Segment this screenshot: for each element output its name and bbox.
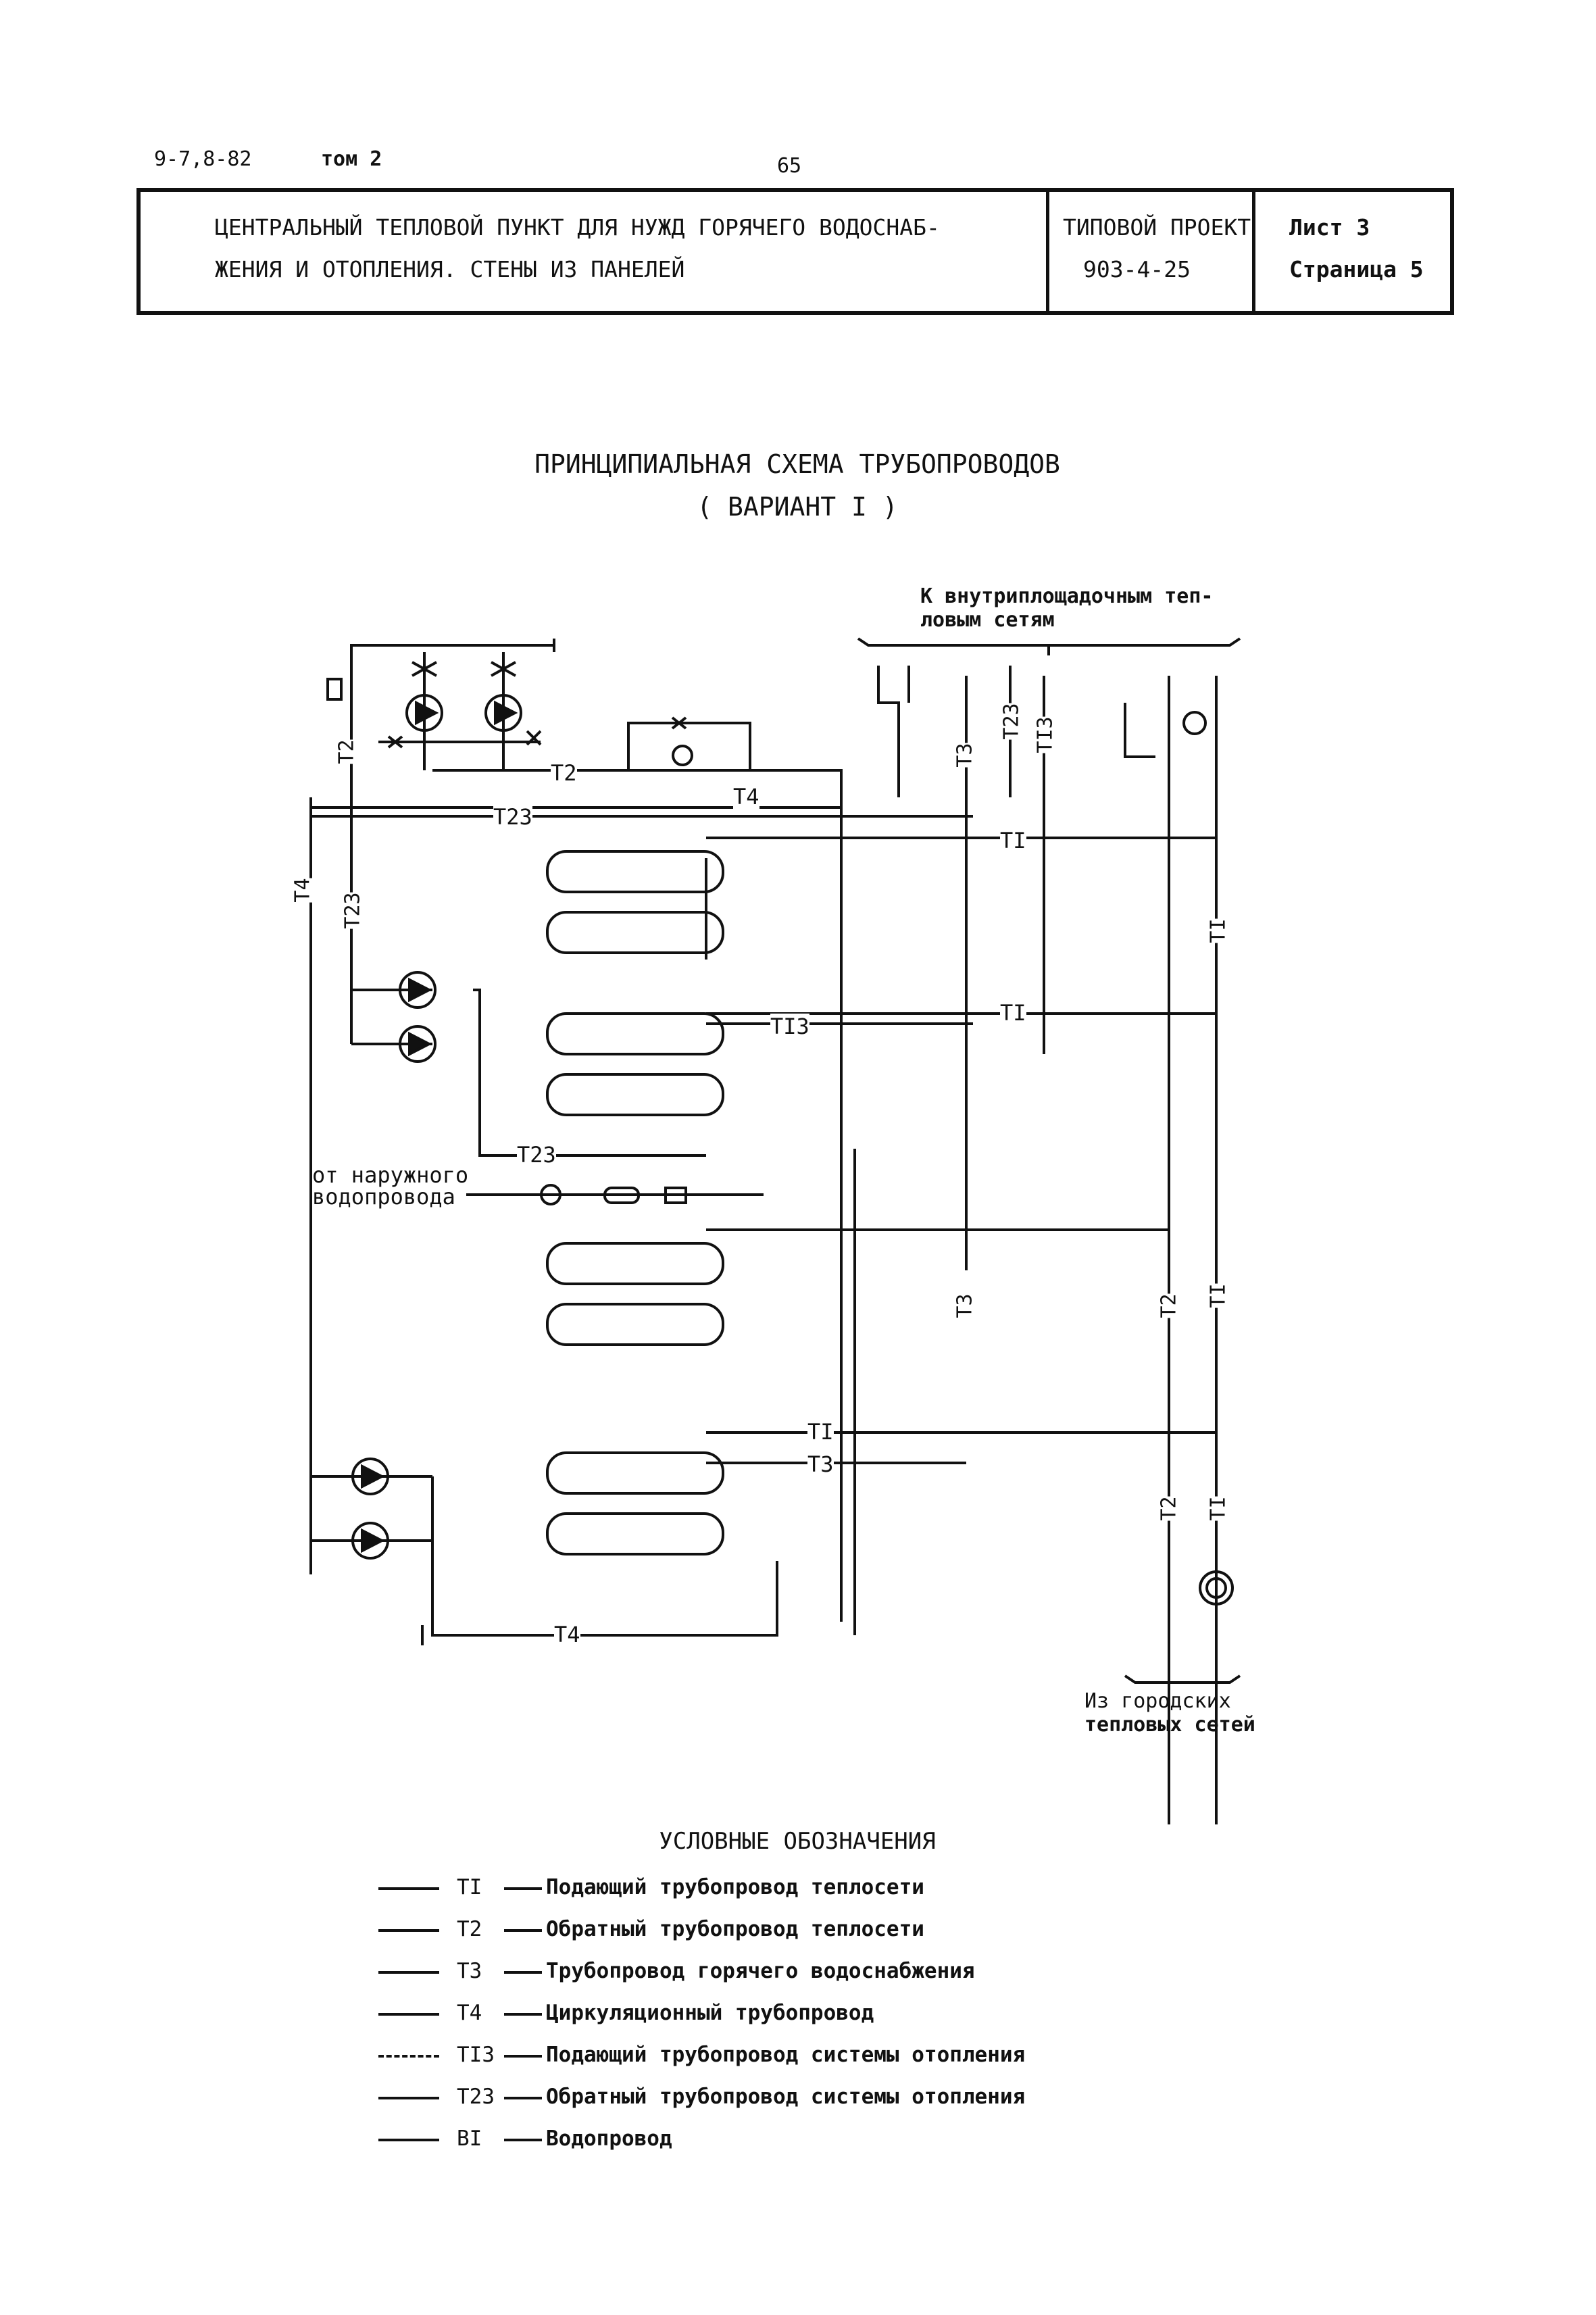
legend-code: T2 xyxy=(457,1917,482,1941)
valve-collector xyxy=(526,730,542,746)
flow-meter-top-right xyxy=(1182,711,1207,735)
note-water-line1: от наружного xyxy=(312,1162,469,1188)
volume-label: том 2 xyxy=(321,147,382,171)
label-t2-top: T2 xyxy=(551,760,577,786)
legend-text: Обратный трубопровод системы отопления xyxy=(546,2085,1026,2109)
label-t4-vertical: T4 xyxy=(291,878,315,903)
legend-text: Циркуляционный трубопровод xyxy=(546,2001,874,2025)
filter xyxy=(603,1187,640,1204)
note-inlet-line2: тепловых сетей xyxy=(1084,1713,1255,1737)
pipe-bypass-top xyxy=(627,722,751,770)
sheet-number: Лист 3 xyxy=(1289,214,1370,241)
label-t1-right-lower: TI xyxy=(1206,1496,1230,1521)
outlet-bracket xyxy=(857,637,1241,647)
legend-code: T3 xyxy=(457,1959,482,1983)
flow-meter-inlet xyxy=(1199,1570,1234,1605)
label-t2-right-lower: T2 xyxy=(1157,1496,1181,1521)
label-t4-top: T4 xyxy=(733,784,759,810)
document-code: 9-7,8-82 xyxy=(154,147,252,171)
sheet-cell: Лист 3 Страница 5 xyxy=(1255,192,1451,311)
pipe-t2-top-loop xyxy=(350,644,554,784)
label-t13-vertical: TI3 xyxy=(1033,716,1057,753)
label-t3-lower-vertical: T3 xyxy=(953,1293,977,1318)
circulation-pump-top-1 xyxy=(405,694,443,732)
legend-code: TI xyxy=(457,1875,482,1899)
label-t3-vertical: T3 xyxy=(953,743,977,768)
legend-text: Подающий трубопровод теплосети xyxy=(546,1875,924,1899)
note-outlet-line1: К внутриплощадочным теп- xyxy=(920,584,1214,608)
circulation-pump-low-1 xyxy=(351,1458,389,1495)
label-t4-bottom: T4 xyxy=(554,1622,580,1647)
legend-text: Обратный трубопровод теплосети xyxy=(546,1917,924,1941)
control-valve-top xyxy=(672,745,693,766)
legend-code: T23 xyxy=(457,2085,495,2109)
legend-text: Водопровод xyxy=(546,2126,672,2151)
pump-arrow-1 xyxy=(415,700,439,726)
title-line-1: ЦЕНТРАЛЬНЫЙ ТЕПЛОВОЙ ПУНКТ ДЛЯ НУЖД ГОРЯ… xyxy=(215,214,940,241)
label-t2-right: T2 xyxy=(1157,1293,1181,1318)
valve-top-2 xyxy=(491,661,516,677)
heating-pump-1 xyxy=(399,971,437,1009)
title-cell: ЦЕНТРАЛЬНЫЙ ТЕПЛОВОЙ ПУНКТ ДЛЯ НУЖД ГОРЯ… xyxy=(141,192,1049,311)
label-t1-middle: TI xyxy=(1000,1000,1026,1026)
legend-item-t13: TI3 Подающий трубопровод системы отоплени… xyxy=(378,2043,1025,2083)
circulation-pump-low-2 xyxy=(351,1522,389,1560)
heat-exchanger-group-4 xyxy=(546,1451,724,1555)
pipe-t23-to-exchangers xyxy=(473,989,706,1157)
heat-exchanger-group-1 xyxy=(546,850,724,960)
label-t23-top: T23 xyxy=(493,804,532,830)
diagram-subtitle: ( ВАРИАНТ I ) xyxy=(697,492,898,522)
bypass-valve xyxy=(671,716,687,730)
label-t3-lower: T3 xyxy=(807,1451,834,1477)
legend-code: T4 xyxy=(457,2001,482,2025)
legend-item-t3: T3 Трубопровод горячего водоснабжения xyxy=(378,1959,975,1999)
pipe-t4-bottom xyxy=(431,1476,778,1637)
legend-item-t2: T2 Обратный трубопровод теплосети xyxy=(378,1917,924,1958)
legend-item-b1: BI Водопровод xyxy=(378,2126,672,2167)
legend-text: Трубопровод горячего водоснабжения xyxy=(546,1959,975,1983)
legend-code: BI xyxy=(457,2126,482,2151)
legend-code: TI3 xyxy=(457,2043,495,2067)
label-t23-lower: T23 xyxy=(517,1142,556,1168)
pump-arrow-2 xyxy=(494,700,518,726)
project-cell: ТИПОВОЙ ПРОЕКТ 903-4-25 xyxy=(1049,192,1255,311)
label-t1-right-upper: TI xyxy=(1206,918,1230,943)
circulation-pump-top-2 xyxy=(484,694,522,732)
legend-title: УСЛОВНЫЕ ОБОЗНАЧЕНИЯ xyxy=(659,1828,936,1855)
inlet-bracket xyxy=(1124,1674,1241,1684)
heat-exchanger-group-3 xyxy=(546,1242,724,1346)
pipe-top-right-bypass xyxy=(1124,703,1155,758)
pipe-t2-horizontal xyxy=(432,769,843,797)
label-t23-vertical: T23 xyxy=(341,892,365,929)
page-label: Страница 5 xyxy=(1289,256,1424,282)
label-t2-vertical: T2 xyxy=(334,739,359,764)
note-inlet-line1: Из городских xyxy=(1084,1689,1231,1713)
check-valve-top xyxy=(387,735,403,749)
heat-exchanger-group-2 xyxy=(546,1012,724,1116)
label-t1-upper: TI xyxy=(1000,828,1026,853)
water-meter xyxy=(540,1184,562,1205)
note-outlet-line2: ловым сетям xyxy=(920,608,1055,632)
label-t23-outlet: T23 xyxy=(999,703,1024,740)
project-number: 903-4-25 xyxy=(1083,256,1191,282)
note-water-line2: водопровода xyxy=(312,1184,455,1210)
heating-pump-2 xyxy=(399,1025,437,1063)
pressure-gauge-top xyxy=(326,678,343,701)
legend-text: Подающий трубопровод системы отопления xyxy=(546,2043,1026,2067)
page-number: 65 xyxy=(777,154,802,178)
strainer xyxy=(664,1187,687,1204)
legend-item-t4: T4 Циркуляционный трубопровод xyxy=(378,2001,874,2041)
label-t1-right: TI xyxy=(1206,1283,1230,1308)
legend-item-t1: TI Подающий трубопровод теплосети xyxy=(378,1875,924,1916)
label-t1-lower: TI xyxy=(807,1419,834,1445)
label-t13-middle: TI3 xyxy=(770,1014,809,1039)
title-line-2: ЖЕНИЯ И ОТОПЛЕНИЯ. СТЕНЫ ИЗ ПАНЕЛЕЙ xyxy=(215,256,685,282)
legend-item-t23: T23 Обратный трубопровод системы отоплени… xyxy=(378,2085,1025,2125)
outlet-left xyxy=(877,666,900,797)
project-label: ТИПОВОЙ ПРОЕКТ xyxy=(1063,214,1251,241)
valve-top-1 xyxy=(412,661,437,677)
title-block: ЦЕНТРАЛЬНЫЙ ТЕПЛОВОЙ ПУНКТ ДЛЯ НУЖД ГОРЯ… xyxy=(136,188,1454,315)
diagram-title: ПРИНЦИПИАЛЬНАЯ СХЕМА ТРУБОПРОВОДОВ xyxy=(534,449,1060,479)
